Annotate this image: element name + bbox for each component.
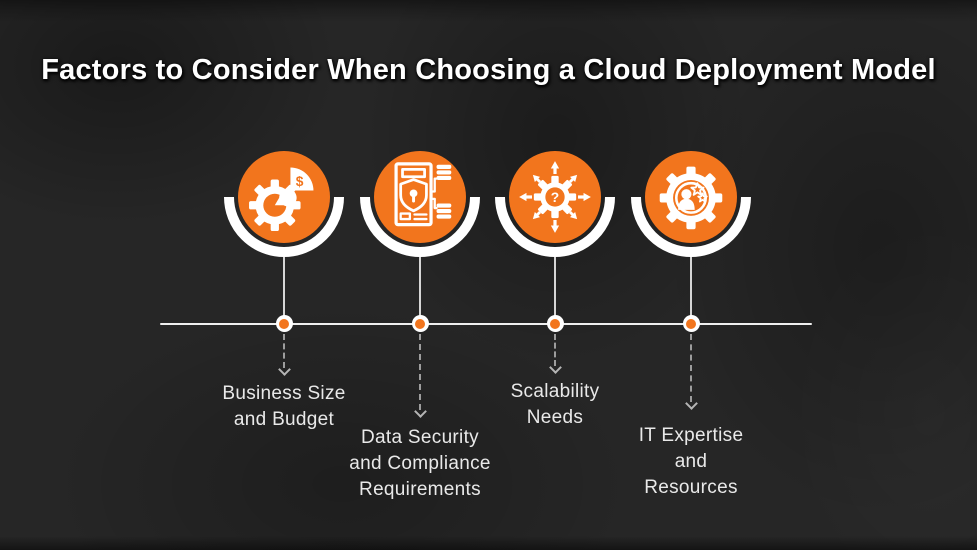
arrow-down-icon [414, 405, 427, 418]
dashed-connector [419, 334, 421, 410]
milestone-scalability: ? Scalability Needs [485, 0, 625, 550]
milestone-data-security: Data Security and Compliance Requirement… [349, 0, 490, 550]
gear-pie-dollar-icon: $ [249, 167, 314, 232]
milestone-label: Scalability Needs [510, 381, 600, 428]
it-expertise-gear-person-stars-icon [645, 151, 737, 243]
arrow-down-icon [685, 397, 698, 410]
question-mark-glyph: ? [551, 190, 559, 205]
secure-document-compliance-icon [374, 151, 466, 243]
timeline-dot [411, 315, 429, 332]
connector-stem [283, 257, 285, 317]
arrow-down-icon [278, 363, 291, 376]
page-title: Factors to Consider When Choosing a Clou… [41, 54, 936, 86]
timeline-dot [682, 315, 700, 332]
timeline-line [160, 323, 812, 325]
connector-stem [690, 257, 692, 317]
document-shield-icon [394, 162, 452, 227]
dashed-connector [554, 334, 556, 366]
milestone-label: Business Size and Budget [222, 383, 346, 430]
milestone-label: Data Security and Compliance Requirement… [349, 427, 491, 500]
milestone-label: IT Expertise and Resources [638, 425, 744, 498]
gear-person-stars-icon [659, 166, 723, 230]
arrow-down-icon [549, 361, 562, 374]
dashed-connector [690, 334, 692, 402]
connector-stem [419, 257, 421, 317]
connector-stem [554, 257, 556, 317]
timeline-dot [546, 315, 564, 332]
milestone-business-size: $ Business Size and Budget [214, 0, 354, 550]
budget-gear-pie-dollar-icon: $ [238, 151, 330, 243]
gear-question-arrows-icon: ? [517, 159, 593, 235]
scalability-gear-arrows-icon: ? [509, 151, 601, 243]
milestone-it-expertise: IT Expertise and Resources [621, 0, 761, 550]
dashed-connector [283, 334, 285, 368]
dollar-sign-glyph: $ [296, 174, 304, 189]
timeline-dot [275, 315, 293, 332]
